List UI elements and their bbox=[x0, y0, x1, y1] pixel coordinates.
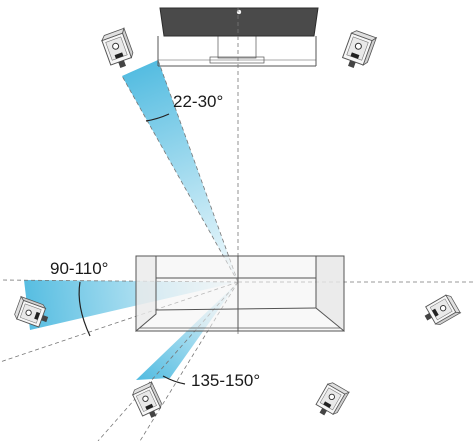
front-angle-label: 22-30° bbox=[173, 92, 223, 111]
angle-arcs bbox=[78, 113, 186, 385]
speaker-icon bbox=[420, 292, 461, 330]
speaker-icon bbox=[100, 27, 137, 72]
speaker-icon bbox=[340, 28, 377, 73]
speaker-icon bbox=[312, 380, 350, 421]
front-angle-beam bbox=[122, 60, 238, 282]
side-angle-label: 90-110° bbox=[50, 259, 108, 278]
speaker-icon bbox=[130, 381, 166, 422]
rear-angle-label: 135-150° bbox=[191, 371, 260, 390]
tv-stand bbox=[157, 35, 317, 67]
sofa bbox=[135, 255, 345, 333]
tv-screen bbox=[159, 7, 319, 37]
